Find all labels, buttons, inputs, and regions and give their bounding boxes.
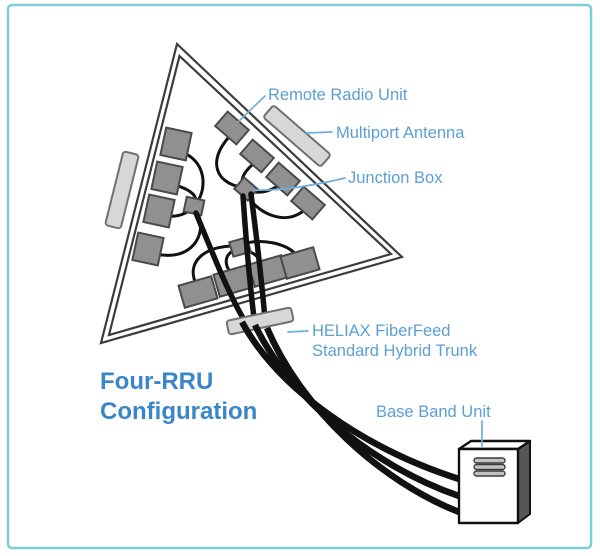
feed-cable xyxy=(248,191,268,322)
rru-box xyxy=(131,231,165,267)
rru-box xyxy=(150,160,184,196)
rru-box xyxy=(289,185,327,221)
base-band-unit xyxy=(457,439,532,525)
sector-bottom xyxy=(177,236,321,309)
feed-cable xyxy=(193,210,246,321)
multiport-antenna-left xyxy=(104,150,140,230)
rru-box xyxy=(279,246,321,280)
bbu-vent-bar xyxy=(473,463,506,471)
label-trunk-line2: Standard Hybrid Trunk xyxy=(312,342,478,360)
jumper-cable xyxy=(215,136,242,189)
title-line2: Configuration xyxy=(100,398,257,425)
junction-feed-cables xyxy=(193,191,268,322)
label-base-band-unit: Base Band Unit xyxy=(376,403,491,421)
pointer-remote-radio-unit xyxy=(237,95,266,123)
pointer-heliax-trunk xyxy=(287,330,309,333)
rru-box xyxy=(177,275,219,309)
pointer-multiport-antenna xyxy=(305,131,333,134)
bbu-vent-bar xyxy=(473,457,506,464)
hybrid-trunk-cables xyxy=(239,320,461,516)
bbu-vent-bar xyxy=(473,470,506,477)
title-line1: Four-RRU xyxy=(100,368,213,395)
jumper-cable xyxy=(180,150,205,201)
trunk-cable xyxy=(264,326,461,516)
label-trunk-line1: HELIAX FiberFeed xyxy=(312,322,450,340)
rru-box xyxy=(238,138,276,174)
label-remote-radio-unit: Remote Radio Unit xyxy=(268,86,408,104)
labels: Remote Radio Unit Multiport Antenna Junc… xyxy=(268,86,491,421)
multiport-antenna-top-right xyxy=(263,105,331,167)
diagram-title: Four-RRU Configuration xyxy=(100,368,257,425)
rru-box xyxy=(159,126,193,162)
feed-cable xyxy=(240,193,257,321)
junction-box-left xyxy=(182,195,206,217)
trunk-cable xyxy=(239,320,460,483)
label-multiport-antenna: Multiport Antenna xyxy=(336,124,465,142)
bbu-side-face xyxy=(517,440,531,524)
pointer-junction-box xyxy=(253,177,346,191)
label-junction-box: Junction Box xyxy=(348,169,443,187)
jumper-cable xyxy=(191,244,234,286)
page-border xyxy=(6,3,593,550)
rru-box xyxy=(142,193,176,229)
label-pointers xyxy=(237,95,483,447)
